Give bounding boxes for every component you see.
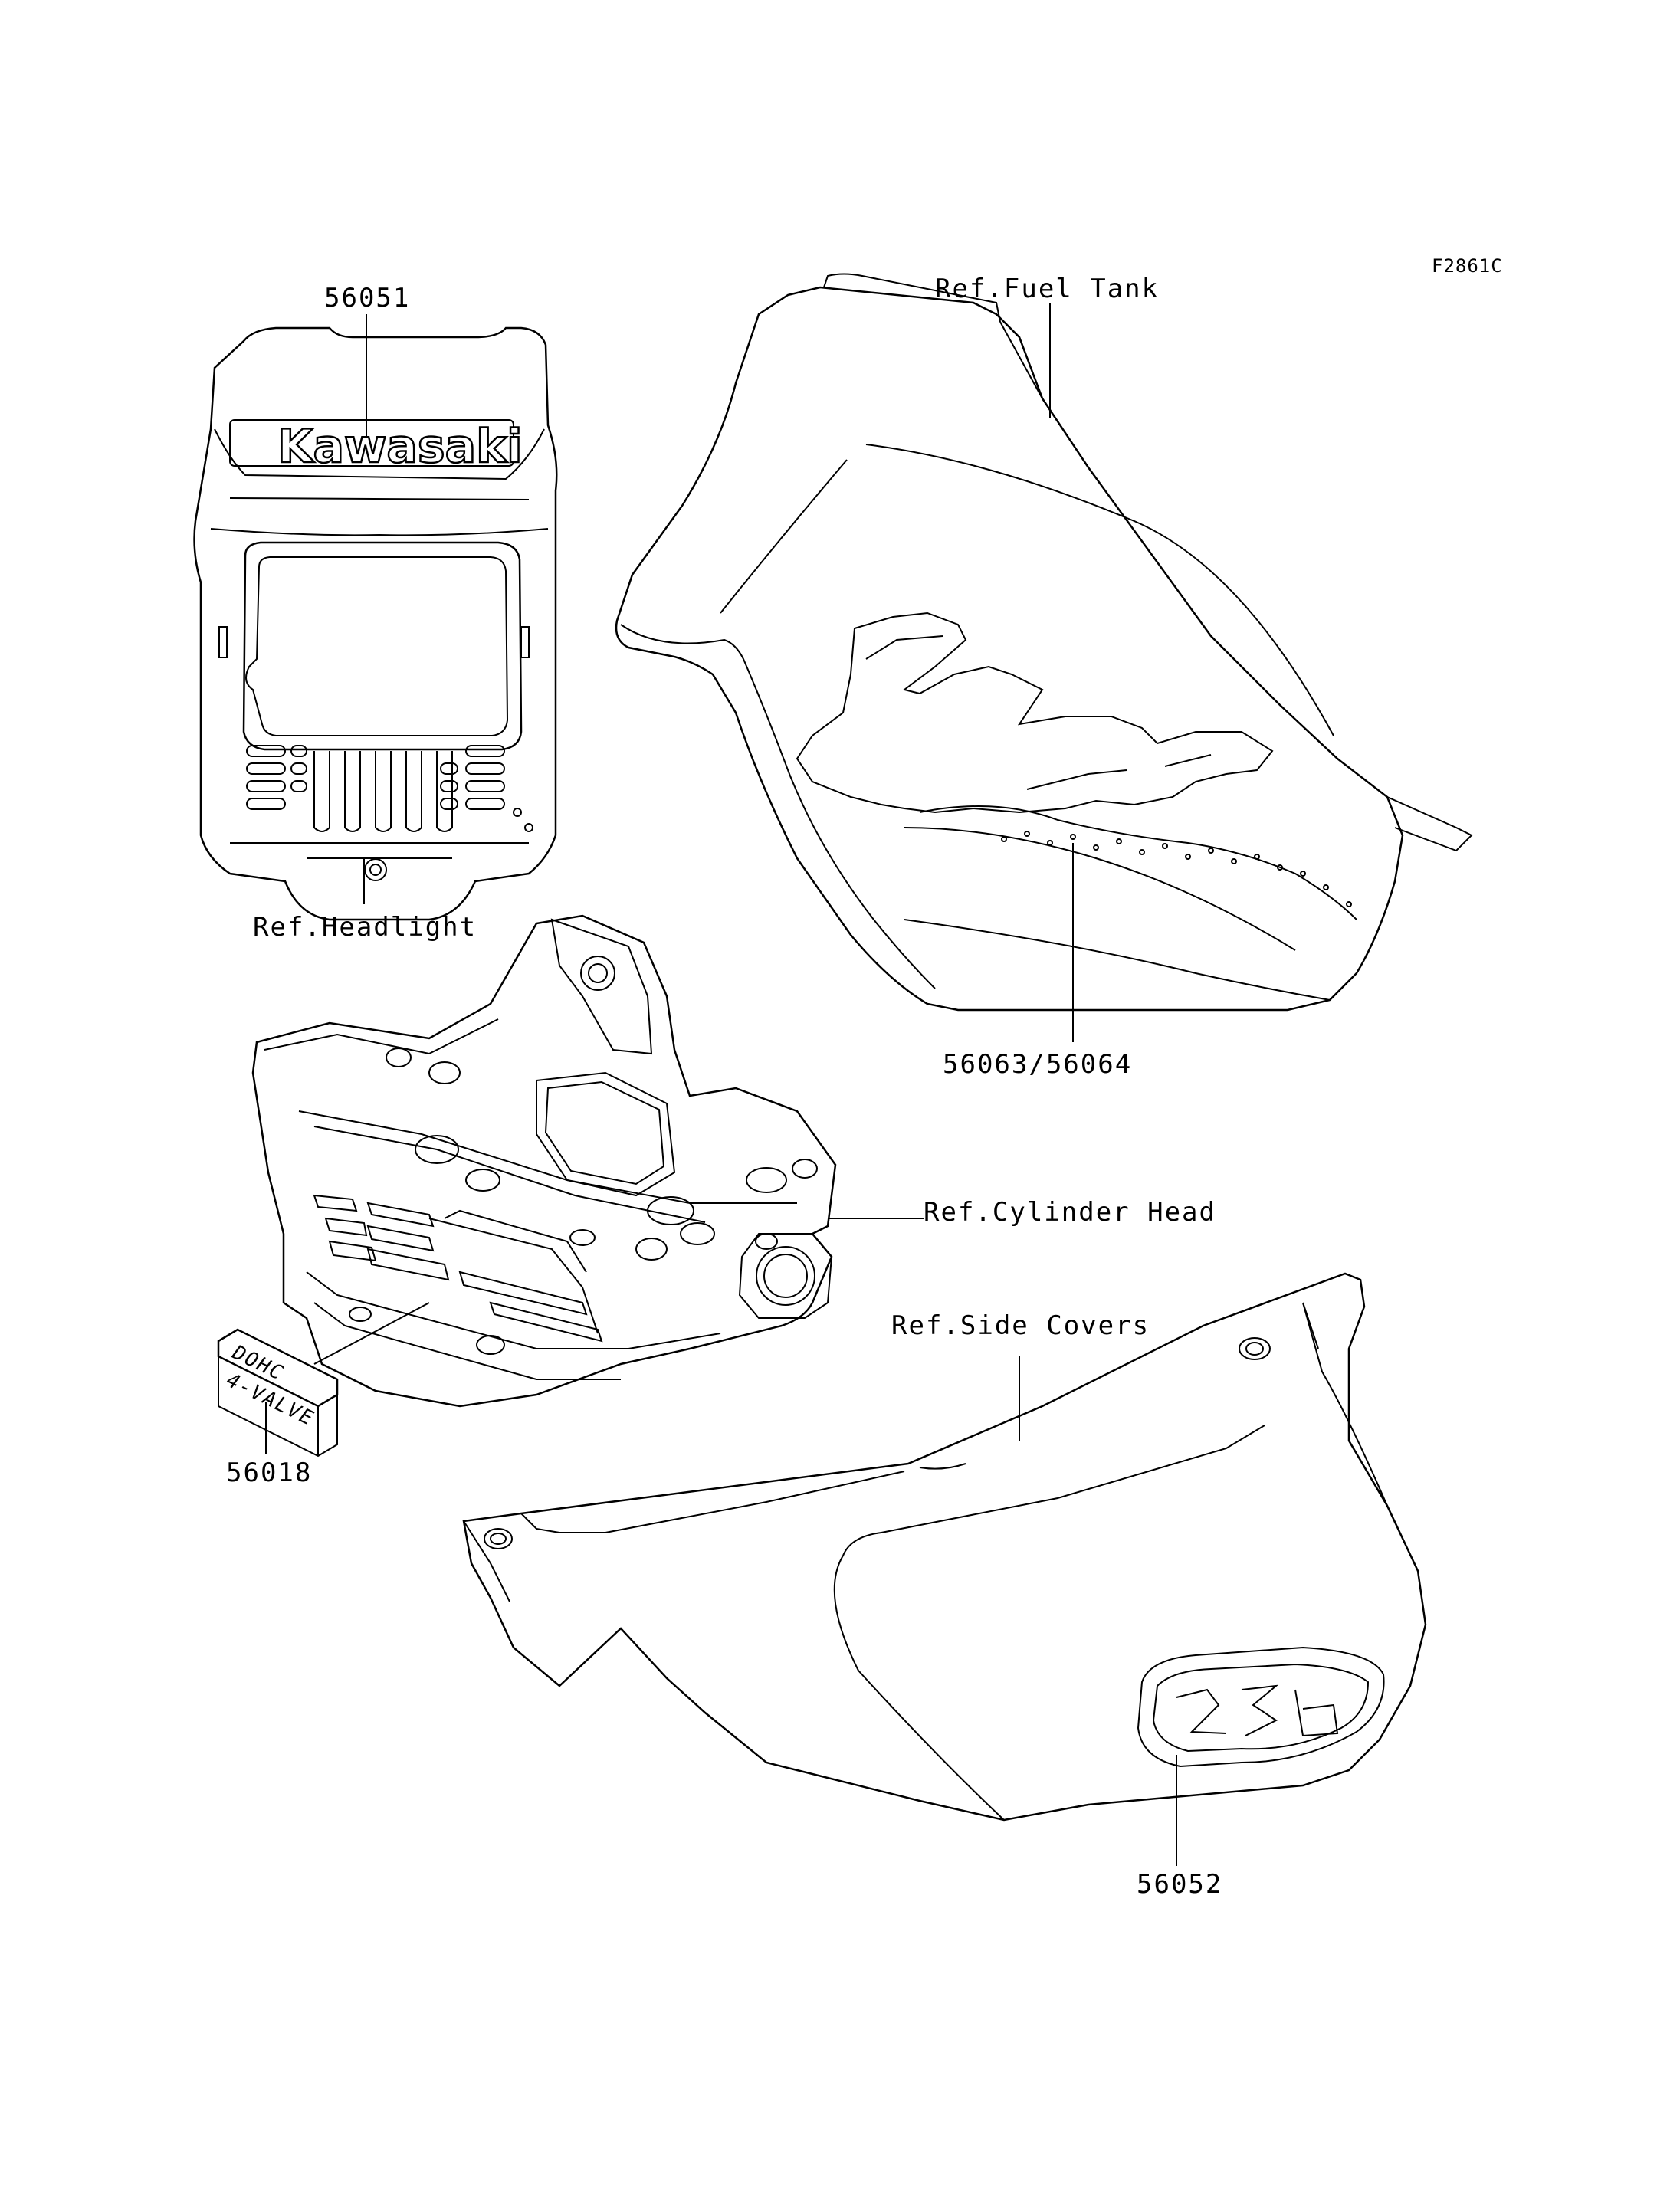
callout-ref-cylinder-head: Ref.Cylinder Head bbox=[924, 1197, 1216, 1228]
fuel-tank bbox=[615, 273, 1473, 1012]
headlight-cowl: Kawasaki bbox=[193, 326, 558, 921]
side-cover bbox=[462, 1272, 1427, 1822]
dohc-decal: DOHC 4-VALVE bbox=[217, 1328, 339, 1458]
callout-ref-fuel-tank: Ref.Fuel Tank bbox=[935, 274, 1160, 304]
callout-56052: 56052 bbox=[1137, 1869, 1223, 1900]
callout-56063-56064: 56063/56064 bbox=[943, 1049, 1133, 1080]
figure-code: F2861C bbox=[1432, 255, 1503, 277]
callout-ref-headlight: Ref.Headlight bbox=[253, 912, 477, 943]
leader-dohc-head bbox=[313, 1302, 430, 1365]
callout-56018: 56018 bbox=[226, 1458, 313, 1488]
cylinder-head bbox=[251, 914, 837, 1408]
headlight-logo-text: Kawasaki bbox=[277, 420, 523, 474]
callout-ref-side-covers: Ref.Side Covers bbox=[891, 1310, 1150, 1341]
callout-56051: 56051 bbox=[324, 283, 411, 313]
